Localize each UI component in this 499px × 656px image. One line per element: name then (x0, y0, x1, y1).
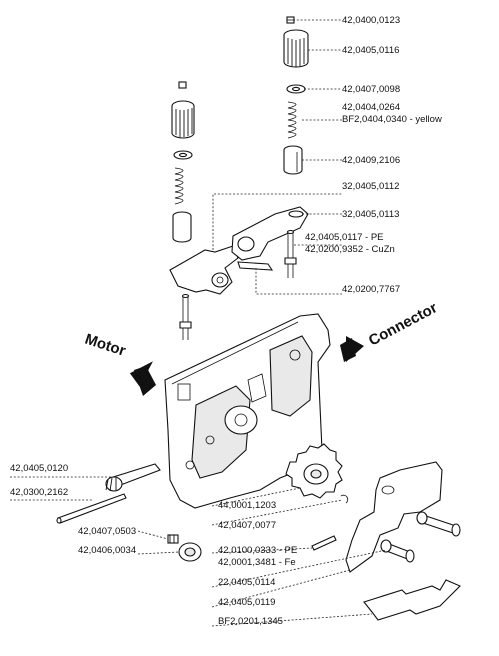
part-label: 42,0407,0098 (342, 84, 400, 95)
sleeve-top-right (283, 145, 303, 175)
part-label: 42,0100,0333 - PE (218, 545, 297, 556)
spring-left (174, 167, 184, 205)
part-label: 42,0300,2162 (10, 487, 68, 498)
connector-arrow (340, 336, 364, 362)
part-label: BF2,0201,1345 (218, 616, 283, 627)
pressure-lever-assembly (169, 206, 309, 295)
adjusting-knob-top-right (283, 29, 309, 68)
small-nut-left (178, 81, 187, 89)
feed-gear (285, 443, 343, 499)
leader-lines (10, 19, 387, 627)
part-label: 42,0200,7767 (342, 284, 400, 295)
part-label: 32,0405,0113 (342, 209, 399, 220)
small-pin (311, 535, 337, 551)
small-nut-top-right (286, 16, 295, 24)
bottom-plate (363, 579, 461, 621)
bracket-pin-upper (416, 511, 461, 537)
right-bracket (345, 461, 443, 573)
motor-arrow (129, 361, 156, 396)
part-label: 42,0200,9352 - CuZn (305, 244, 395, 255)
part-label: 42,0405,0117 - PE (305, 232, 384, 243)
spring-top-right (287, 101, 297, 139)
connector-label: Connector (366, 299, 440, 349)
part-label: 42,0409,2106 (342, 155, 400, 166)
part-label: 42,0400,0123 (342, 15, 400, 26)
part-label: 42,0405,0119 (218, 597, 275, 608)
motor-label: Motor (83, 331, 128, 360)
part-label: 42,0001,3481 - Fe (218, 557, 296, 568)
part-label: BF2,0404,0340 - yellow (342, 114, 442, 125)
part-label: 42,0407,0503 (78, 526, 136, 537)
part-labels: 42,0400,0123 42,0405,0116 42,0407,0098 4… (10, 15, 442, 627)
part-label: 32,0405,0112 (342, 181, 399, 192)
small-knob-screw (167, 534, 179, 544)
knurled-knob (178, 542, 202, 562)
washer-top-right (286, 84, 306, 94)
bracket-pin-lower (380, 539, 415, 563)
inlet-nipple (105, 463, 161, 492)
adjusting-knob-left (171, 100, 195, 139)
sleeve-left (172, 211, 192, 243)
pin-right-vertical (284, 229, 297, 278)
wire-feed-housing (164, 313, 331, 509)
part-label: 22,0405,0114 (218, 577, 275, 588)
part-label: 42,0407,0077 (218, 520, 276, 531)
washer-left (173, 150, 193, 160)
part-label: 42,0405,0120 (10, 463, 68, 474)
part-label: 42,0406,0034 (78, 545, 136, 556)
guide-tube (56, 493, 127, 524)
clip-ring (340, 494, 349, 504)
pin-left-vertical (179, 293, 192, 340)
part-label: 42,0404,0264 (342, 102, 400, 113)
part-label: 44,0001,1203 (218, 500, 276, 511)
part-label: 42,0405,0116 (342, 45, 399, 56)
